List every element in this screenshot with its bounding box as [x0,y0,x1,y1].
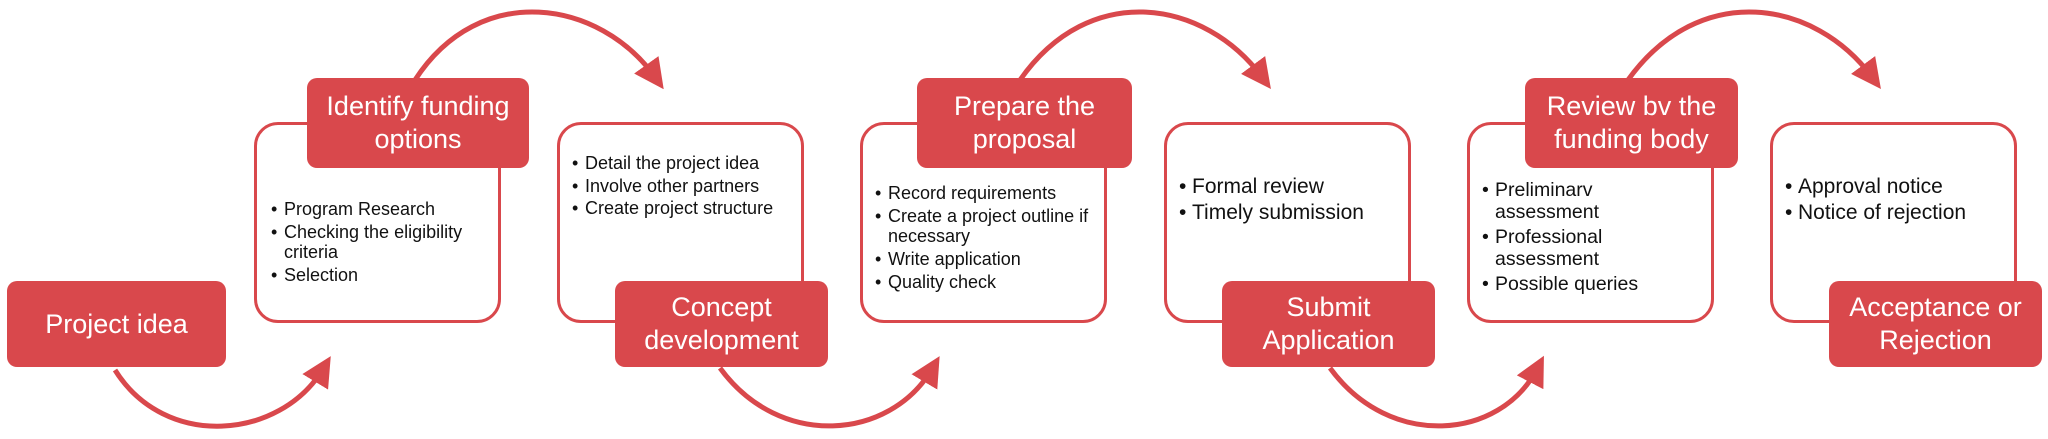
list-item: Write application [875,249,1092,270]
bullet-list: Approval notice Notice of rejection [1785,175,2002,225]
stage-title: Identify funding options [307,78,529,168]
bullet-list: Detail the project idea Involve other pa… [572,153,789,219]
stage-title: Acceptance or Rejection [1829,281,2042,367]
list-item: Timely submission [1179,201,1396,225]
bullet-list: Formal review Timely submission [1179,175,1396,225]
stage-title: Review bv the funding body [1525,78,1738,168]
arrow-1-2 [112,356,331,429]
list-item: Approval notice [1785,175,2002,199]
list-item: Involve other partners [572,176,789,197]
stage-title: Prepare the proposal [917,78,1132,168]
list-item: Formal review [1179,175,1396,199]
list-item: Create project structure [572,198,789,219]
list-item: Selection [271,265,484,286]
list-item: Possible queries [1482,273,1699,296]
list-item: Program Research [271,199,484,220]
list-item: Preliminarv assessment [1482,179,1699,224]
arrow-5-6 [1327,355,1544,429]
bullet-list: Program Research Checking the eligibilit… [271,199,484,286]
list-item: Create a project outline if necessary [875,206,1092,247]
stage-title: Project idea [7,281,226,367]
list-item: Checking the eligibility criteria [271,222,484,263]
list-item: Detail the project idea [572,153,789,174]
stage-title: Submit Application [1222,281,1435,367]
arrow-6-7 [1625,9,1881,90]
bullet-list: Preliminarv assessment Professional asse… [1482,179,1699,296]
list-item: Professional assessment [1482,226,1699,271]
bullet-list: Record requirements Create a project out… [875,183,1092,292]
arrow-2-3 [412,9,664,90]
list-item: Record requirements [875,183,1092,204]
stage-title: Concept development [615,281,828,367]
list-item: Notice of rejection [1785,201,2002,225]
arrow-4-5 [1017,9,1271,90]
list-item: Quality check [875,272,1092,293]
arrow-3-4 [717,356,940,429]
